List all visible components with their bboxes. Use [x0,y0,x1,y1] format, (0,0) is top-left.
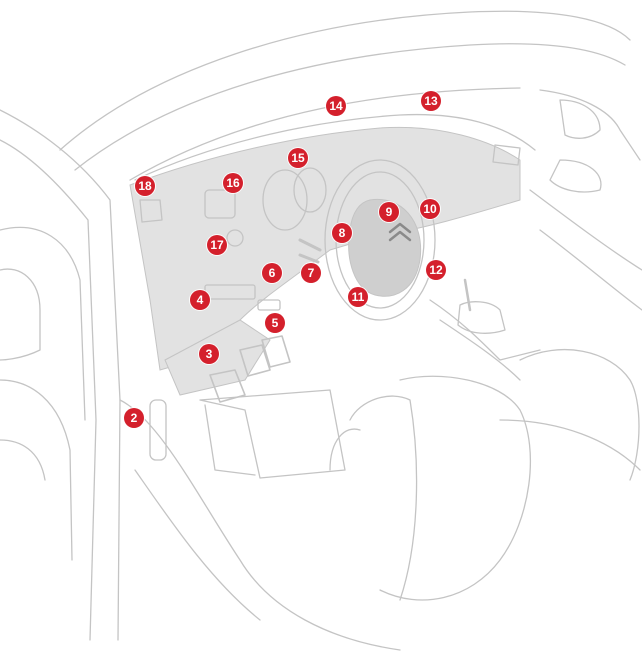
callout-12: 12 [426,260,446,280]
callout-5: 5 [265,313,285,333]
callout-15: 15 [288,148,308,168]
callout-17: 17 [207,235,227,255]
callout-14: 14 [326,96,346,116]
callout-11: 11 [348,287,368,307]
callout-18: 18 [135,176,155,196]
callout-9: 9 [379,202,399,222]
callout-10: 10 [420,199,440,219]
callout-16: 16 [223,173,243,193]
callout-2: 2 [124,408,144,428]
callout-6: 6 [262,263,282,283]
callout-3: 3 [199,344,219,364]
callout-4: 4 [190,290,210,310]
callout-7: 7 [301,263,321,283]
callout-13: 13 [421,91,441,111]
callout-8: 8 [332,223,352,243]
